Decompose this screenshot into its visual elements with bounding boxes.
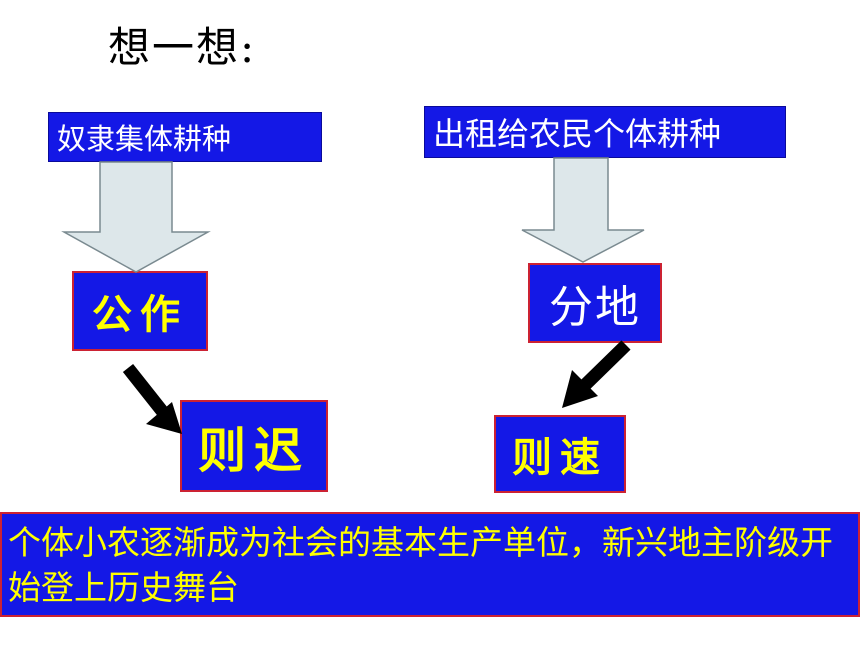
right-block-arrow-down-icon — [521, 157, 645, 263]
summary-banner: 个体小农逐渐成为社会的基本生产单位，新兴地主阶级开始登上历史舞台 — [0, 512, 860, 617]
slide-title: 想一想: — [108, 23, 257, 72]
left-bottom-box: 则迟 — [180, 400, 328, 492]
left-block-arrow-down-icon — [61, 161, 211, 273]
left-middle-box: 公作 — [72, 271, 208, 351]
right-middle-label: 分地 — [549, 282, 641, 333]
left-top-label: 奴隶集体耕种 — [57, 122, 232, 156]
right-top-label: 出租给农民个体耕种 — [433, 115, 722, 153]
left-bottom-label: 则迟 — [197, 423, 310, 479]
summary-text: 个体小农逐渐成为社会的基本生产单位，新兴地主阶级开始登上历史舞台 — [8, 523, 833, 607]
right-bottom-box: 则速 — [494, 415, 626, 493]
right-bottom-label: 则速 — [512, 435, 608, 481]
left-top-box: 奴隶集体耕种 — [48, 112, 322, 162]
left-middle-label: 公作 — [92, 292, 188, 338]
right-middle-box: 分地 — [528, 263, 662, 343]
right-diagonal-arrow-icon — [562, 340, 631, 408]
left-diagonal-arrow-icon — [122, 363, 182, 434]
